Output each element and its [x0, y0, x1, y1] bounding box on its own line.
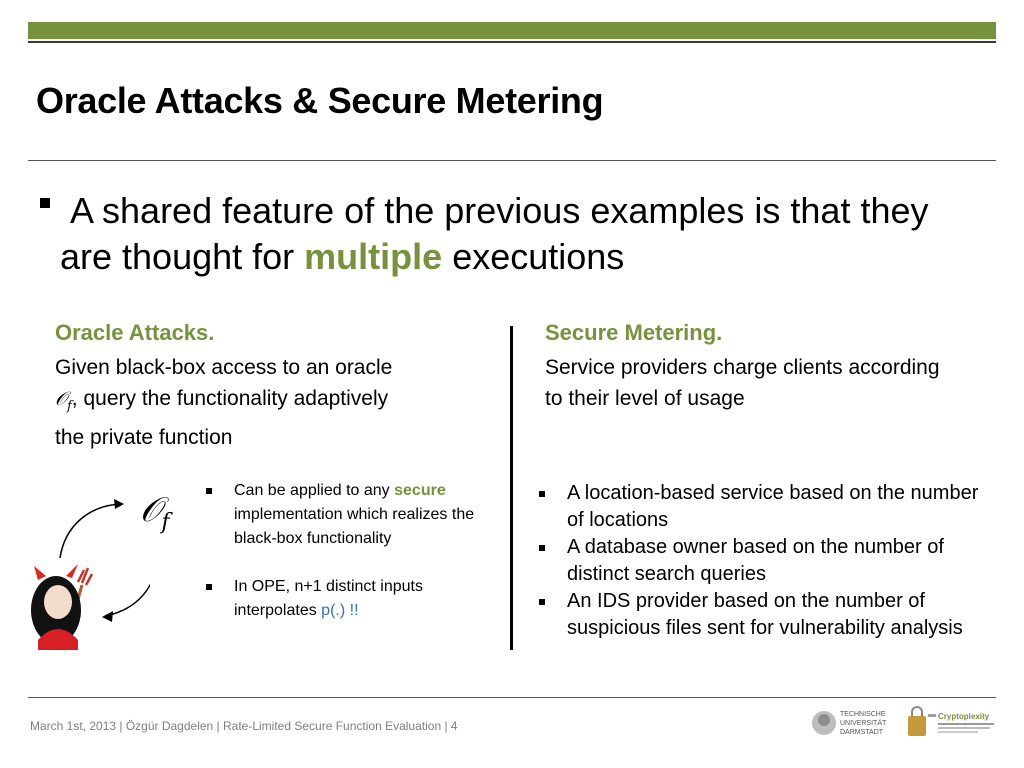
bullet-square-icon	[539, 491, 545, 497]
secure-metering-list: A location-based service based on the nu…	[535, 480, 985, 642]
oracle-attacks-list: Can be applied to any secure implementat…	[202, 479, 507, 623]
secure-metering-body: Service providers charge clients accordi…	[545, 356, 940, 410]
tu-darmstadt-logo: TECHNISCHE UNIVERSITÄT DARMSTADT	[812, 711, 887, 736]
svg-text:TECHNISCHE: TECHNISCHE	[840, 711, 886, 718]
footer-divider	[28, 697, 996, 698]
header-accent-bar	[28, 22, 996, 39]
list-item: In OPE, n+1 distinct inputs interpolates…	[202, 575, 507, 623]
slide-title: Oracle Attacks & Secure Metering	[36, 80, 604, 121]
cryptoplexity-logo: Cryptoplexity	[908, 706, 994, 736]
main-bullet: A shared feature of the previous example…	[40, 188, 980, 280]
svg-text:Cryptoplexity: Cryptoplexity	[938, 712, 990, 721]
column-divider	[510, 326, 513, 650]
list-item: Can be applied to any secure implementat…	[202, 479, 507, 551]
bullet-square-icon	[206, 487, 212, 494]
oracle-attacks-body: Given black-box access to an oracle 𝒪f, …	[55, 356, 393, 449]
list-item: A database owner based on the number of …	[535, 534, 985, 588]
response-arrow-icon	[102, 583, 150, 622]
main-bullet-text: A shared feature of the previous example…	[60, 190, 929, 277]
title-divider	[28, 160, 996, 161]
svg-text:UNIVERSITÄT: UNIVERSITÄT	[840, 719, 887, 727]
oracle-symbol-large: 𝒪f	[140, 490, 170, 535]
bullet-square-icon	[539, 599, 545, 605]
secure-metering-heading: Secure Metering.	[545, 320, 723, 345]
bullet-square-icon	[40, 198, 50, 208]
oracle-attacks-heading: Oracle Attacks.	[55, 320, 215, 345]
query-arrow-icon	[59, 499, 124, 559]
multiple-highlight: multiple	[304, 236, 443, 277]
oracle-symbol-inline: 𝒪f	[55, 388, 72, 414]
bullet-square-icon	[206, 583, 212, 590]
list-item: A location-based service based on the nu…	[535, 480, 985, 534]
devil-attacker-icon	[31, 564, 94, 651]
header-rule	[28, 41, 996, 43]
attacker-oracle-diagram	[31, 499, 150, 651]
footer-text: March 1st, 2013 | Özgür Dagdelen | Rate-…	[30, 719, 458, 733]
bullet-square-icon	[539, 545, 545, 551]
list-item: An IDS provider based on the number of s…	[535, 588, 985, 642]
svg-text:DARMSTADT: DARMSTADT	[840, 729, 884, 736]
